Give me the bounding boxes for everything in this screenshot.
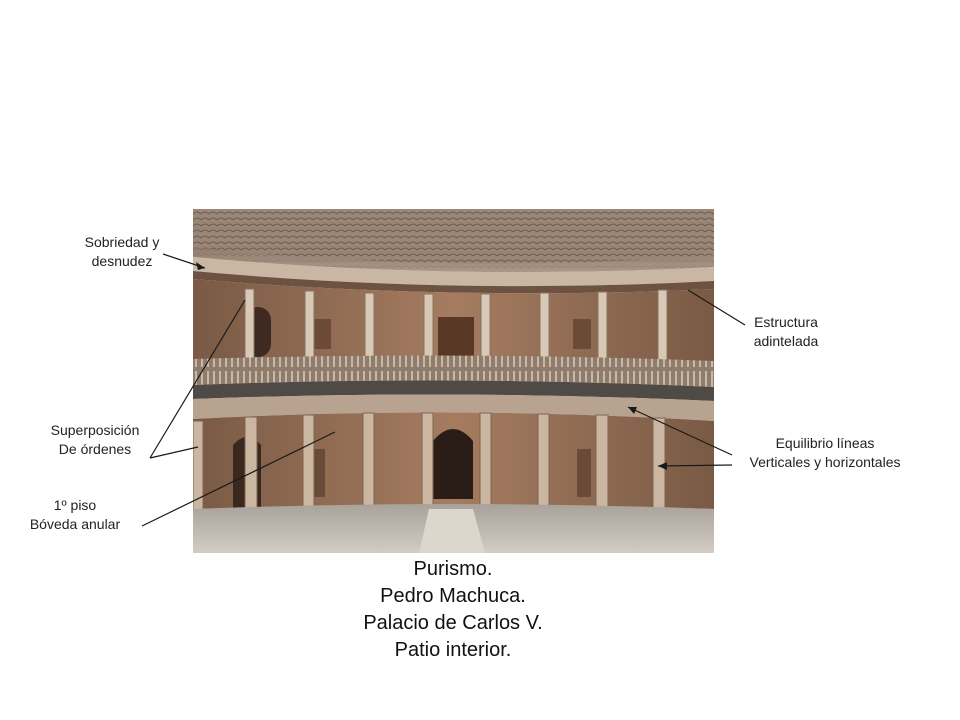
caption-line-style: Purismo. <box>413 558 493 580</box>
label-superposicion: Superposición De órdenes <box>35 421 155 459</box>
label-sobriedad-line1: Sobriedad y <box>84 234 160 250</box>
label-sobriedad: Sobriedad y desnudez <box>72 233 172 271</box>
label-equilibrio: Equilibrio líneas Verticales y horizonta… <box>730 434 920 472</box>
label-estructura-line1: Estructura <box>754 314 818 330</box>
caption-line-place: Patio interior. <box>394 639 512 661</box>
label-superposicion-line2: De órdenes <box>58 441 132 457</box>
label-equilibrio-line2: Verticales y horizontales <box>749 454 901 470</box>
slide-caption: Purismo. Pedro Machuca. Palacio de Carlo… <box>0 556 906 664</box>
label-equilibrio-line1: Equilibrio líneas <box>775 435 875 451</box>
pointer-superposicion-lower <box>149 446 199 459</box>
label-superposicion-line1: Superposición <box>50 422 140 438</box>
courtyard-photo <box>193 209 714 553</box>
caption-line-architect: Pedro Machuca. <box>380 585 526 607</box>
caption-line-building: Palacio de Carlos V. <box>363 612 543 634</box>
label-piso: 1º piso Bóveda anular <box>20 496 130 534</box>
label-piso-line2: Bóveda anular <box>29 516 121 532</box>
label-sobriedad-line2: desnudez <box>91 253 153 269</box>
label-piso-line1: 1º piso <box>53 497 97 513</box>
label-estructura-line2: adintelada <box>753 333 819 349</box>
courtyard-illustration <box>193 209 714 553</box>
label-estructura: Estructura adintelada <box>736 313 836 351</box>
